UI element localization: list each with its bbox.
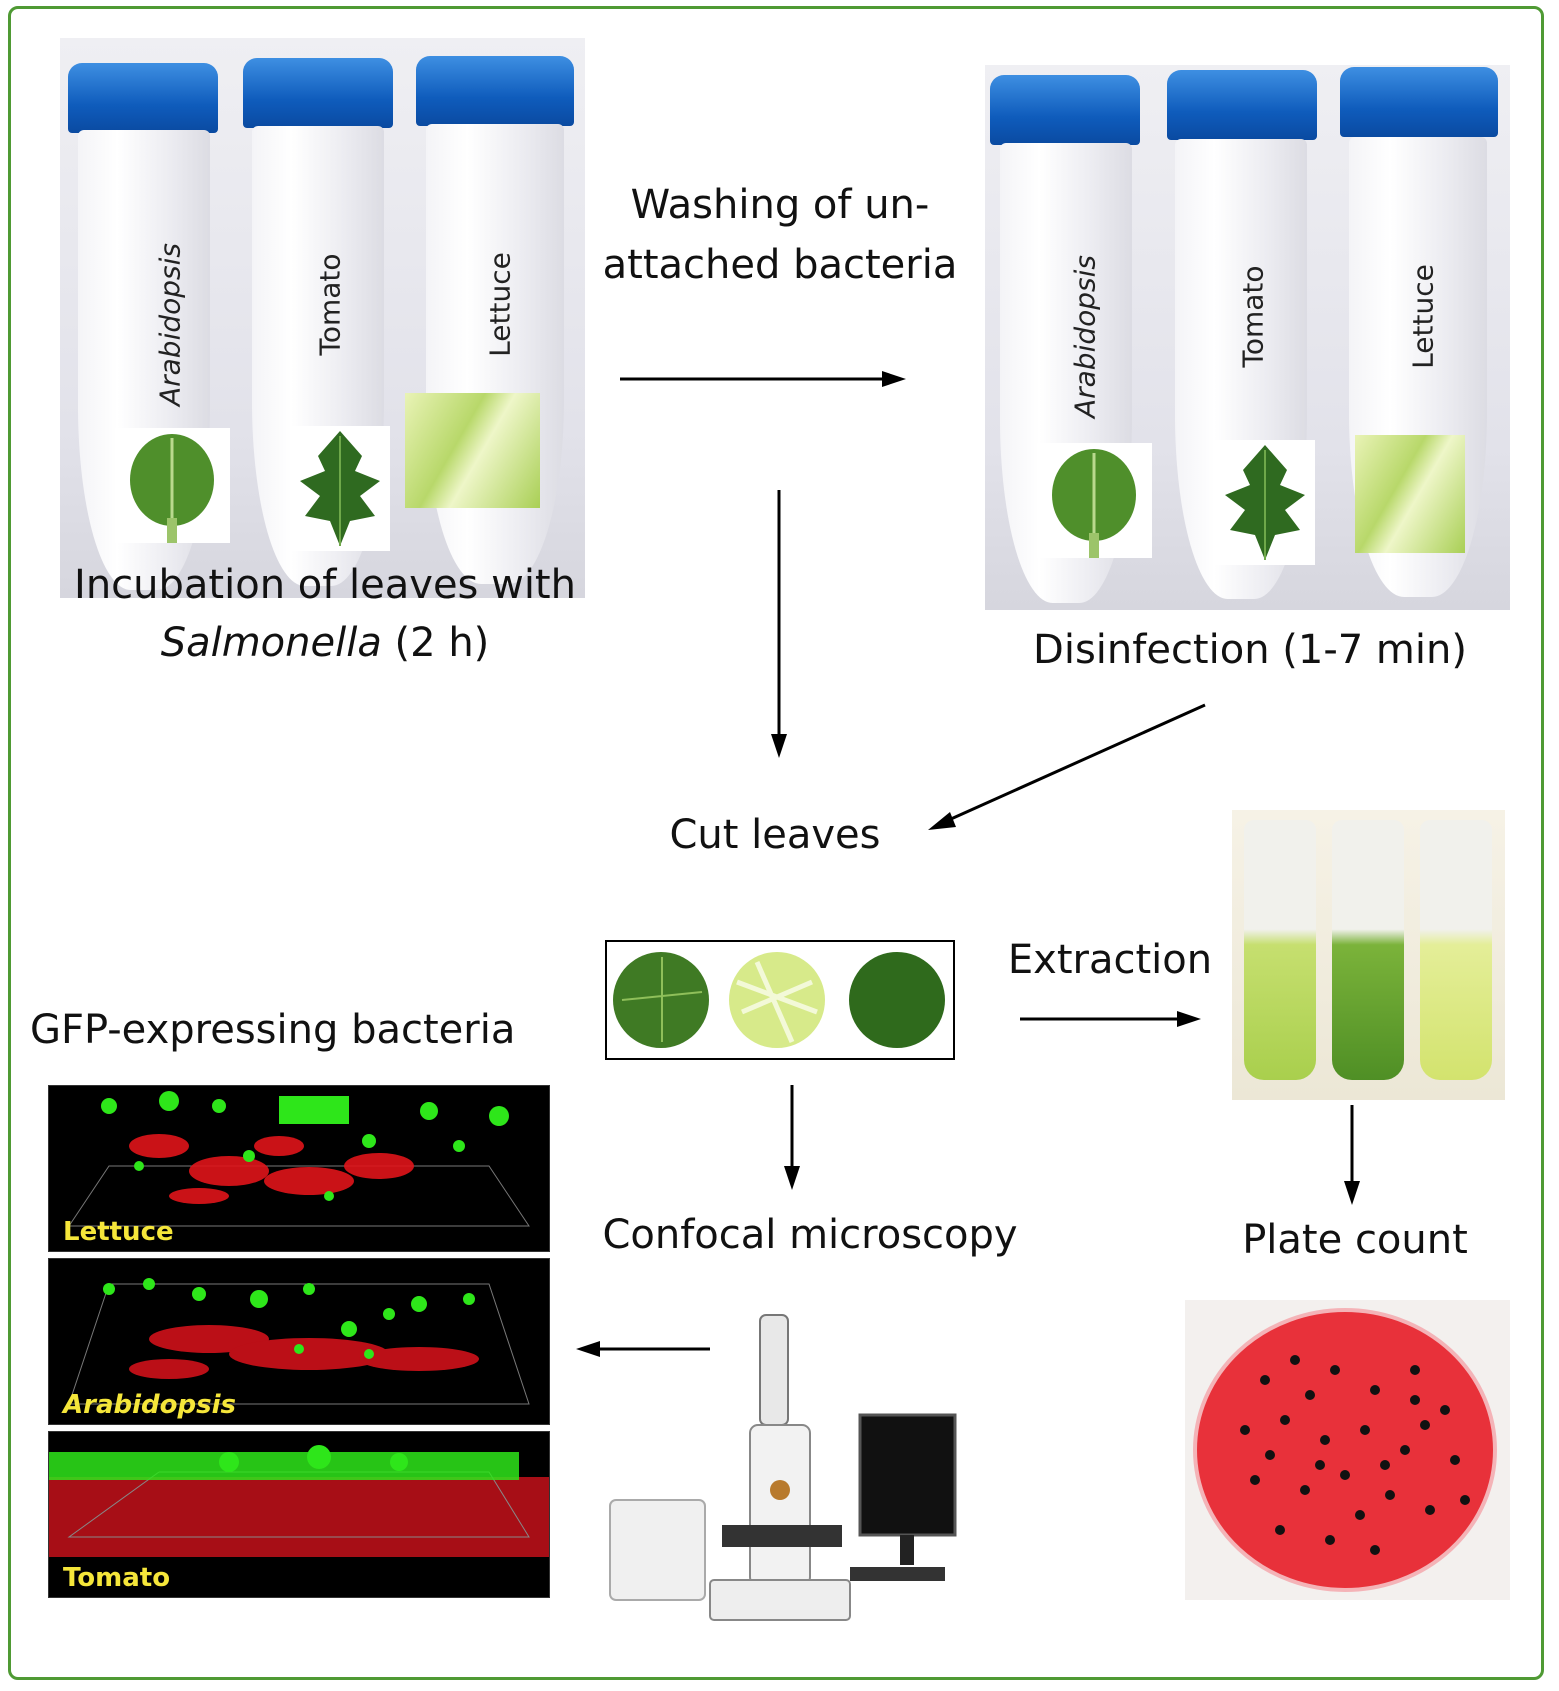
washing-label-line1: Washing of un-	[630, 182, 930, 228]
extraction-label: Extraction	[1007, 937, 1213, 983]
disinfection-caption: Disinfection (1-7 min)	[1033, 627, 1467, 673]
tube-cap	[243, 58, 393, 128]
tube-cap	[416, 56, 574, 126]
arabidopsis-leaf	[115, 428, 230, 543]
microscope-icon	[609, 1314, 957, 1621]
incubation-tubes-photo: Arabidopsis Tomato Lettuce	[60, 38, 585, 598]
figure-frame	[8, 6, 1544, 1680]
tube-cap	[990, 75, 1140, 145]
extraction-tubes-photo	[1232, 810, 1505, 1100]
petri-dish-icon	[1193, 1308, 1497, 1592]
tube-cap	[68, 63, 218, 133]
confocal-panel-lettuce: Lettuce	[48, 1085, 550, 1252]
leaf-discs-panel	[605, 940, 955, 1060]
tube-cap	[1167, 70, 1317, 140]
arabidopsis-leaf	[1037, 443, 1152, 558]
arrow-diagonal-icon	[928, 703, 1206, 830]
incubation-caption-line2: Salmonella (2 h)	[55, 618, 595, 668]
tube-label-lettuce: Lettuce	[483, 252, 517, 357]
cut-leaves-label: Cut leaves	[669, 812, 881, 858]
tomato-leaf	[1215, 440, 1315, 565]
arrow-down-icon	[771, 490, 787, 758]
plate-count-label: Plate count	[1242, 1217, 1468, 1263]
arrow-right-icon	[1020, 1011, 1201, 1027]
confocal-label: Confocal microscopy	[602, 1212, 1018, 1258]
lettuce-leaf	[1355, 435, 1465, 553]
tube-label-tomato: Tomato	[313, 253, 347, 356]
lettuce-leaf	[405, 393, 540, 508]
extract-tube-2	[1332, 820, 1404, 1080]
colonies	[1240, 1355, 1470, 1555]
tube-label-arabidopsis: Arabidopsis	[153, 243, 187, 407]
confocal-label-tomato: Tomato	[63, 1563, 171, 1593]
petri-dish-photo	[1185, 1300, 1510, 1600]
confocal-label-lettuce: Lettuce	[63, 1217, 174, 1247]
salmonella-italic: Salmonella	[160, 620, 382, 666]
arrow-left-icon	[576, 1341, 710, 1357]
tube-label-arabidopsis: Arabidopsis	[1068, 255, 1102, 419]
disinfection-tubes-photo: Arabidopsis Tomato Lettuce	[985, 65, 1510, 610]
tube-label-lettuce: Lettuce	[1406, 264, 1440, 369]
extract-tube-1	[1244, 820, 1316, 1080]
confocal-panel-arabidopsis: Arabidopsis	[48, 1258, 550, 1425]
arrow-down-icon	[784, 1085, 800, 1190]
arrow-right-icon	[620, 371, 906, 387]
arrow-down-icon	[1344, 1105, 1360, 1205]
extract-tube-3	[1420, 820, 1492, 1080]
gfp-label: GFP-expressing bacteria	[30, 1007, 516, 1053]
tomato-leaf	[290, 426, 390, 551]
tube-label-tomato: Tomato	[1236, 265, 1270, 368]
washing-label-line2: attached bacteria	[602, 242, 958, 288]
confocal-panel-tomato: Tomato	[48, 1431, 550, 1598]
tube-cap	[1340, 67, 1498, 137]
incubation-caption-line1: Incubation of leaves with	[74, 562, 576, 608]
incubation-duration: (2 h)	[381, 620, 490, 666]
confocal-label-arabidopsis: Arabidopsis	[63, 1390, 236, 1420]
